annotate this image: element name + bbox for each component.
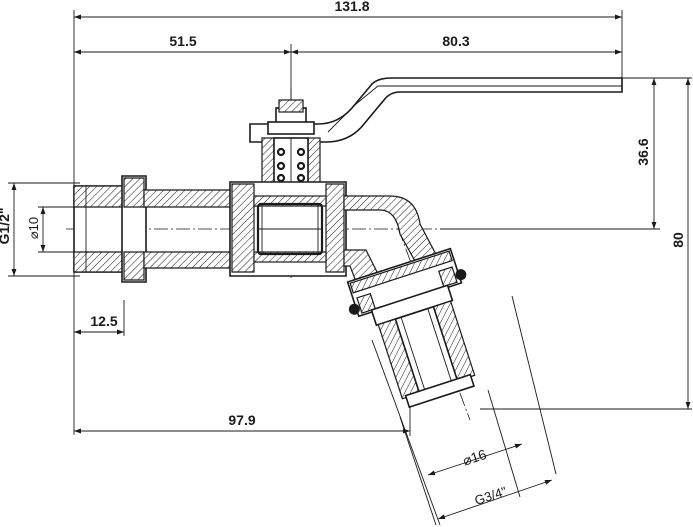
dim-inlet-thread-length: 12.5	[90, 313, 117, 329]
dim-inlet-to-outlet: 97.9	[228, 412, 255, 428]
dim-inlet-to-stem: 51.5	[169, 33, 196, 49]
dimension-lines	[8, 10, 692, 526]
handle-lever	[249, 77, 623, 143]
dim-outlet-thread: G3/4"	[473, 483, 509, 508]
dim-stem-to-handle-end: 80.3	[442, 33, 469, 49]
dim-inlet-thread: G1/2"	[0, 208, 12, 245]
dim-overall-height: 80	[670, 232, 686, 248]
outlet-fitting	[346, 247, 476, 409]
valve-body	[73, 175, 441, 293]
dim-overall-length: 131.8	[334, 0, 369, 14]
dim-outlet-diameter: ⌀16	[461, 446, 489, 469]
dim-handle-height: 36.6	[635, 138, 651, 165]
dim-bore-diameter: ⌀10	[26, 217, 41, 239]
